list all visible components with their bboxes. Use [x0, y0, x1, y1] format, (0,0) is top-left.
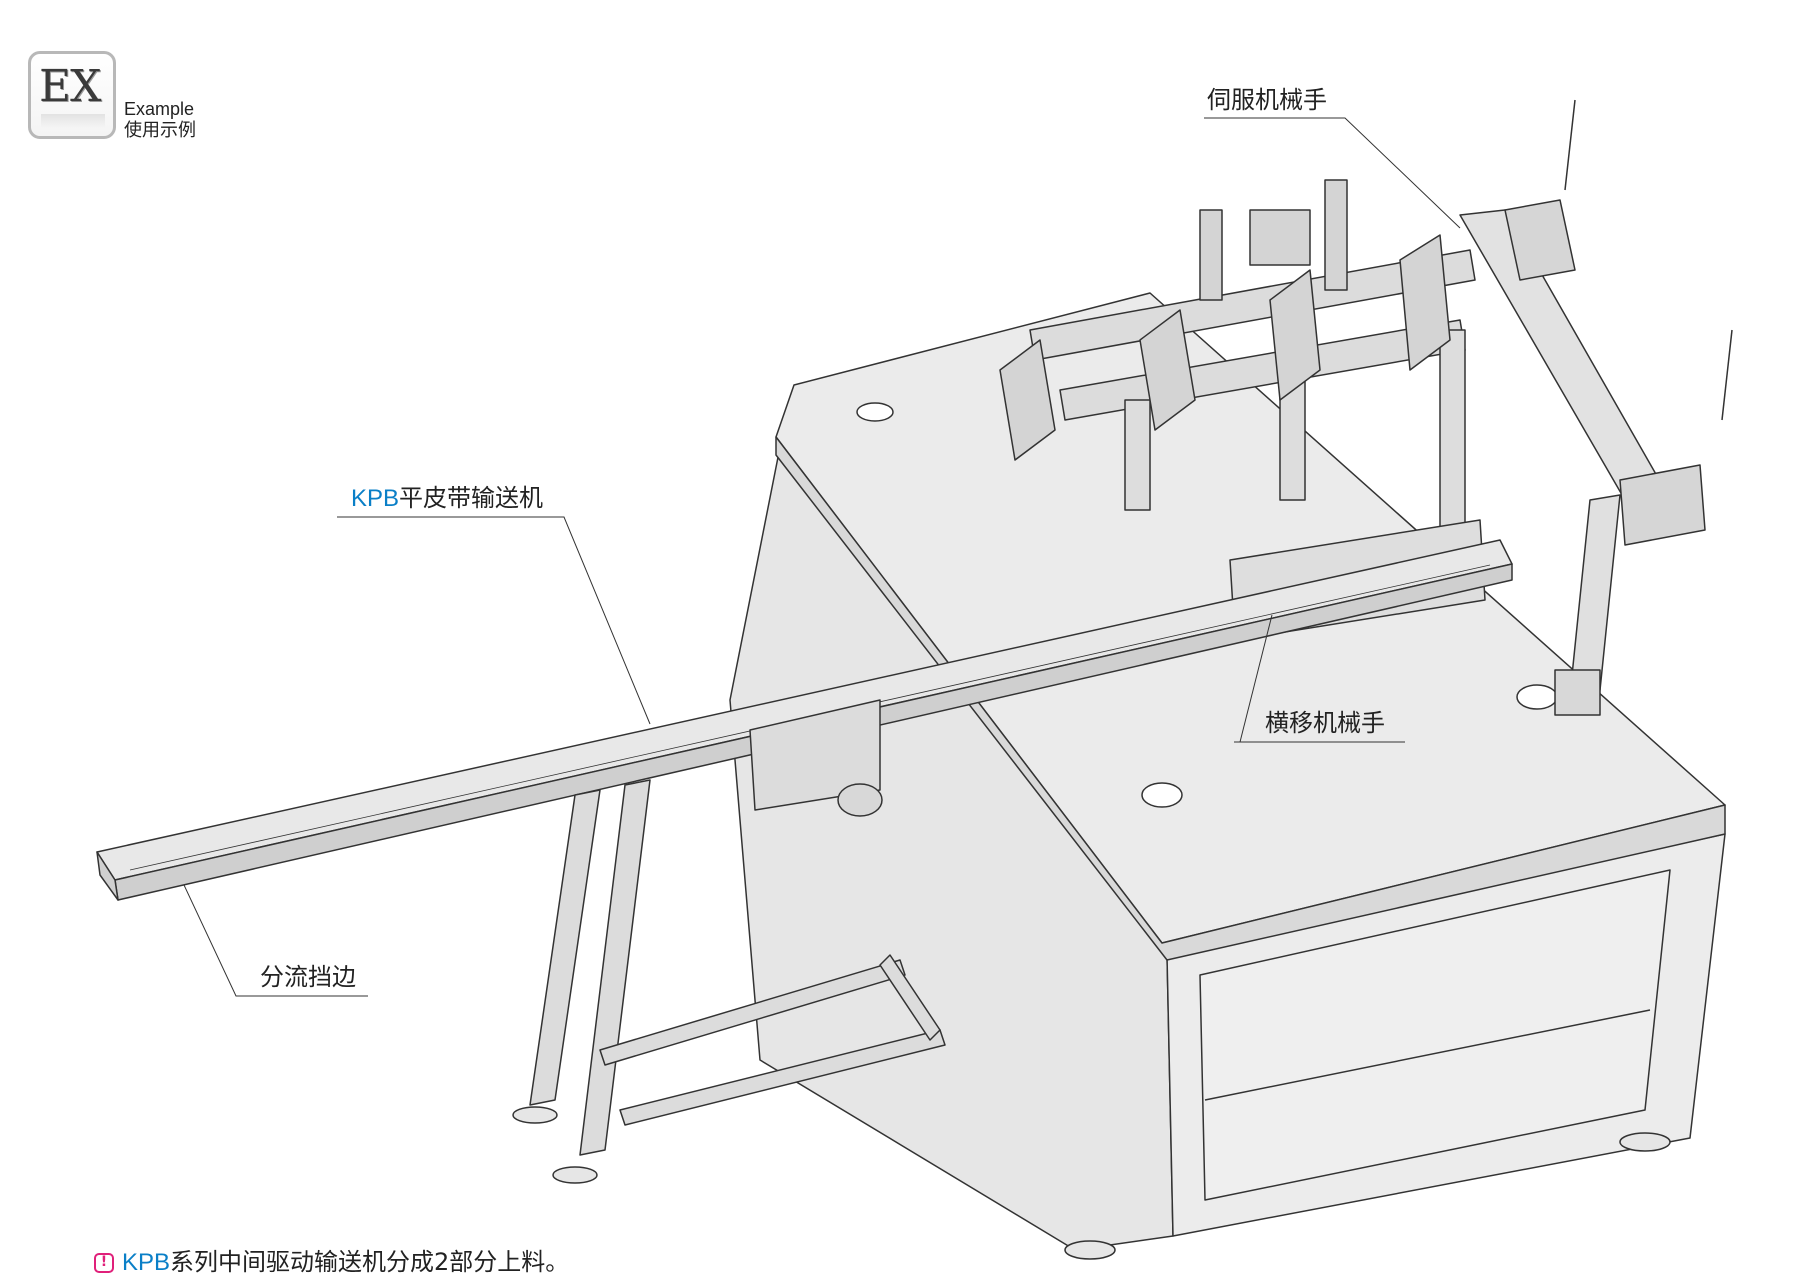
example-logo: EX [28, 51, 116, 139]
callout-diverter-edge: 分流挡边 [260, 963, 356, 991]
footnote: ! KPB系列中间驱动输送机分成2部分上料。 [94, 1248, 569, 1277]
logo-mark: EX [39, 61, 101, 112]
leader-servo-robot [1204, 117, 1461, 229]
note-text: 系列中间驱动输送机分成2部分上料。 [170, 1248, 570, 1276]
callout-kpb-text: 平皮带输送机 [399, 484, 544, 512]
exclamation-icon: ! [94, 1252, 114, 1273]
leader-kpb-conveyor [337, 516, 651, 725]
example-title-en: Example [124, 99, 195, 119]
note-prefix: KPB [122, 1249, 171, 1276]
cabinet-window [1199, 869, 1671, 1201]
example-title-cn: 使用示例 [124, 120, 196, 141]
logo-reflection [41, 114, 105, 128]
callout-servo-robot: 伺服机械手 [1207, 86, 1327, 114]
leader-diverter-edge [183, 884, 368, 997]
callout-kpb-prefix: KPB [351, 485, 400, 512]
callout-kpb-conveyor: KPB平皮带输送机 [351, 484, 543, 513]
callout-traverse-robot: 横移机械手 [1265, 709, 1385, 737]
